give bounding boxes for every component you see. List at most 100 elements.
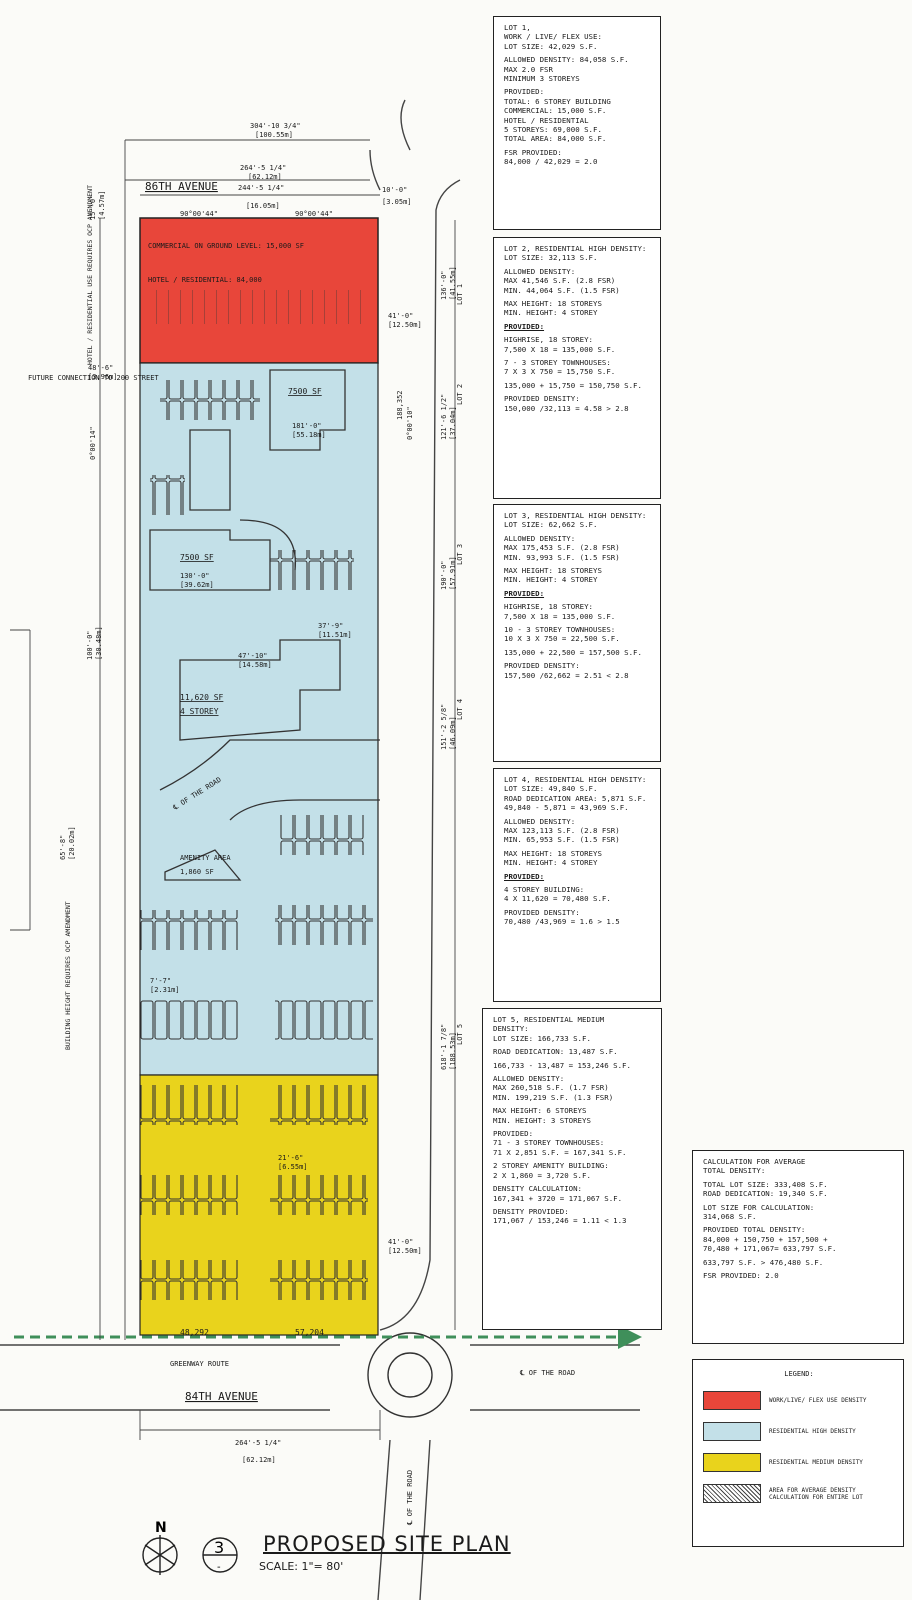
legend-swatch <box>703 1484 761 1504</box>
lot2-line: PROVIDED DENSITY: <box>504 394 580 404</box>
bottom-dim-m: [62.12m] <box>242 1456 276 1464</box>
average-line: CALCULATION FOR AVERAGE <box>703 1157 806 1166</box>
parking-row <box>270 550 354 590</box>
townhouse-row <box>270 1085 368 1125</box>
legend-label: AREA FOR AVERAGE DENSITY CALCULATION FOR… <box>769 1486 863 1501</box>
north-street-label: 86TH AVENUE <box>145 180 218 193</box>
lot5-line: MIN. HEIGHT: 3 STOREYS <box>493 1115 591 1125</box>
parking-row <box>275 905 373 945</box>
area-a-label: 48,292 <box>180 1328 209 1337</box>
right-bearing: 0°00'10" <box>406 406 414 440</box>
lot3-paragraph: 135,000 + 22,500 = 157,500 S.F. <box>504 648 652 657</box>
townhouse-row <box>140 1085 238 1125</box>
lot5-line: 171,067 / 153,246 = 1.11 < 1.3 <box>493 1216 627 1226</box>
dim-21-m: [6.55m] <box>278 1163 308 1171</box>
parking-row <box>140 910 238 950</box>
dim-7: 7'-7" <box>150 977 171 985</box>
lot4-line: ROAD DEDICATION AREA: 5,871 S.F. <box>504 793 647 803</box>
lot3-line: 10 x 3 x 750 = 22,500 S.F. <box>504 634 620 644</box>
average-line: 70,480 + 171,067= 633,797 S.F. <box>703 1244 837 1254</box>
lot2-line: LOT SIZE: 32,113 S.F. <box>504 253 598 263</box>
dim-130-m: [39.62m] <box>180 581 214 589</box>
dim-65-m: [20.02m] <box>68 826 76 860</box>
lot5-line: DENSITY CALCULATION: <box>493 1184 582 1194</box>
top-b-dim: 244'-5 1/4" <box>238 184 284 192</box>
lot4-paragraph: 4 STOREY BUILDING:4 x 11,620 = 70,480 S.… <box>504 885 652 904</box>
townhouse-row <box>140 1175 238 1215</box>
north-label: N <box>155 1520 167 1536</box>
lot3-line: 157,500 /62,662 = 2.51 < 2.8 <box>504 670 629 680</box>
lot4-paragraph: PROVIDED: <box>504 872 652 881</box>
dim-181-m: [55.18m] <box>292 431 326 439</box>
area-b-label: 57,204 <box>295 1328 324 1337</box>
townhouse-row <box>270 1175 368 1215</box>
lot3-line: LOT SIZE: 62,662 S.F. <box>504 520 598 530</box>
lot3-line: MAX HEIGHT: 18 STOREYS <box>504 566 602 576</box>
dim-47: 47'-10" <box>238 652 268 660</box>
amenity-sf-label: 1,860 SF <box>180 868 214 876</box>
legend-swatch <box>703 1391 761 1411</box>
lot5-tag: LOT 5 <box>456 1024 464 1045</box>
lot4-info-panel: LOT 4, RESIDENTIAL HIGH DENSITY:LOT SIZE… <box>493 768 661 1002</box>
dim-10: 10'-0" <box>382 186 407 194</box>
average-line: TOTAL DENSITY: <box>703 1166 766 1176</box>
left-bearing: 0°00'14" <box>89 426 97 460</box>
lot4-paragraph: LOT 4, RESIDENTIAL HIGH DENSITY:LOT SIZE… <box>504 775 652 813</box>
lot1-line: 84,000 / 42,029 = 2.0 <box>504 157 598 167</box>
average-line: 84,000 + 150,750 + 157,500 + <box>703 1234 828 1244</box>
lot5-line: 2 x 1,860 = 3,720 S.F. <box>493 1170 591 1180</box>
lot2-info-panel: LOT 2, RESIDENTIAL HIGH DENSITY:LOT SIZE… <box>493 237 661 499</box>
lot3-tag: LOT 3 <box>456 544 464 565</box>
top-total-dim: 304'-10 3/4" <box>250 122 301 130</box>
lot2-line: MIN. HEIGHT: 4 STOREY <box>504 308 598 318</box>
lot5-line: MIN. 199,219 S.F. (1.3 FSR) <box>493 1092 614 1102</box>
average-paragraph: TOTAL LOT SIZE: 333,408 S.F.ROAD DEDICAT… <box>703 1180 895 1199</box>
lot2-line: HIGHRISE, 18 STOREY: <box>504 335 593 345</box>
dim-100: 100'-0" <box>86 630 94 660</box>
lot2-line: 135,000 + 15,750 = 150,750 S.F. <box>504 380 642 390</box>
lot5-depth: 618'-1 7/8" <box>440 1024 448 1070</box>
amenity-label: AMENITY AREA <box>180 854 231 862</box>
lot3-paragraph: LOT 3, RESIDENTIAL HIGH DENSITY:LOT SIZE… <box>504 511 652 530</box>
lot3-paragraph: PROVIDED: <box>504 589 652 598</box>
building-label: 7500 SF <box>180 553 214 562</box>
parking-row <box>140 1000 238 1040</box>
hotel-label: HOTEL / RESIDENTIAL: 84,000 <box>148 276 262 284</box>
dim-7-m: [2.31m] <box>150 986 180 994</box>
drawing-scale: SCALE: 1"= 80' <box>259 1560 344 1573</box>
townhouse-row <box>140 1260 238 1300</box>
average-line: LOT SIZE FOR CALCULATION: <box>703 1202 815 1212</box>
legend-swatch <box>703 1422 761 1442</box>
parking-row <box>280 815 364 855</box>
average-paragraph: 633,797 S.F. > 476,480 S.F. <box>703 1258 895 1267</box>
lot1-depth: 136'-0" <box>440 270 448 300</box>
lot1-line: LOT SIZE: 42,029 S.F. <box>504 41 598 51</box>
lot2-paragraph: PROVIDED DENSITY:150,000 /32,113 = 4.58 … <box>504 394 652 413</box>
dim-47-m: [14.58m] <box>238 661 272 669</box>
lot5-paragraph: 166,733 - 13,487 = 153,246 S.F. <box>493 1061 653 1070</box>
future-connection-label: FUTURE CONNECTION TO 200 STREET <box>28 374 159 382</box>
legend-swatch <box>703 1453 761 1473</box>
cl-road-vertical: ℄ OF THE ROAD <box>406 1470 414 1526</box>
lot3-line: MIN. 93,993 S.F. (1.5 FSR) <box>504 552 620 562</box>
lot4-tag: LOT 4 <box>456 699 464 720</box>
townhouse-row <box>270 1260 368 1300</box>
roundabout <box>367 1332 453 1418</box>
dim-48-6-m: [3.96m] <box>88 373 118 381</box>
lot1-line: MAX 2.0 FSR <box>504 64 553 74</box>
lot4-line: LOT SIZE: 49,840 S.F. <box>504 784 598 794</box>
lot5-line: LOT 5, RESIDENTIAL MEDIUM <box>493 1015 605 1024</box>
setback-dim-m: [12.50m] <box>388 321 422 329</box>
legend-item: WORK/LIVE/ FLEX USE DENSITY <box>703 1391 895 1411</box>
cl-road-south: ℄ OF THE ROAD <box>519 1369 575 1377</box>
setback-dim-b-m: [12.50m] <box>388 1247 422 1255</box>
lot4-line: 70,480 /43,969 = 1.6 > 1.5 <box>504 917 620 927</box>
lot2-tag: LOT 2 <box>456 384 464 405</box>
